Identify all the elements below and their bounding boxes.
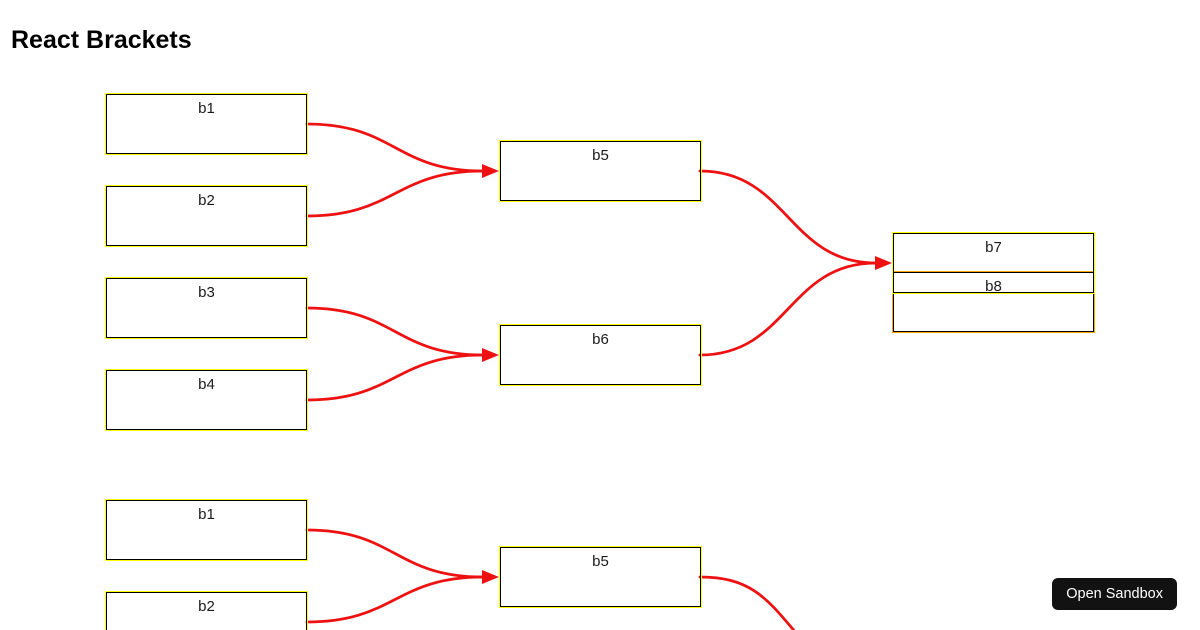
seed-b2: b2: [105, 591, 308, 630]
seed-label: b1: [198, 100, 215, 117]
arrowhead-icon: [482, 164, 499, 178]
connector-line: [698, 169, 878, 265]
connector-line: [305, 169, 485, 218]
connector-line: [698, 261, 878, 357]
seed-label: b7: [985, 239, 1002, 256]
open-sandbox-button[interactable]: Open Sandbox: [1052, 578, 1177, 610]
connector-line: [305, 353, 485, 402]
seed-b6: b6: [499, 324, 702, 386]
seed-b1: b1: [105, 93, 308, 155]
seed-b4: b4: [105, 369, 308, 431]
arrowhead-icon: [875, 256, 892, 270]
seed-label: b5: [592, 553, 609, 570]
connector-line: [305, 575, 485, 624]
connector-line: [698, 575, 796, 630]
seed-label: b2: [198, 192, 215, 209]
seed-b5: b5: [499, 140, 702, 202]
connector-line: [305, 306, 485, 357]
arrowhead-icon: [482, 348, 499, 362]
connector-line: [305, 122, 485, 173]
seed-b2: b2: [105, 185, 308, 247]
seed-label: b2: [198, 598, 215, 615]
page-title: React Brackets: [11, 26, 192, 54]
seed-label: b6: [592, 331, 609, 348]
seed-label: b3: [198, 284, 215, 301]
seed-label: b8: [985, 278, 1002, 295]
seed-label: b4: [198, 376, 215, 393]
seed-b1: b1: [105, 499, 308, 561]
connector-line: [305, 528, 485, 579]
seed-b7: b7: [892, 232, 1095, 294]
seed-label: b5: [592, 147, 609, 164]
seed-b8: b8: [892, 271, 1095, 333]
seed-b5: b5: [499, 546, 702, 608]
seed-label: b1: [198, 506, 215, 523]
seed-b3: b3: [105, 277, 308, 339]
arrowhead-icon: [482, 570, 499, 584]
